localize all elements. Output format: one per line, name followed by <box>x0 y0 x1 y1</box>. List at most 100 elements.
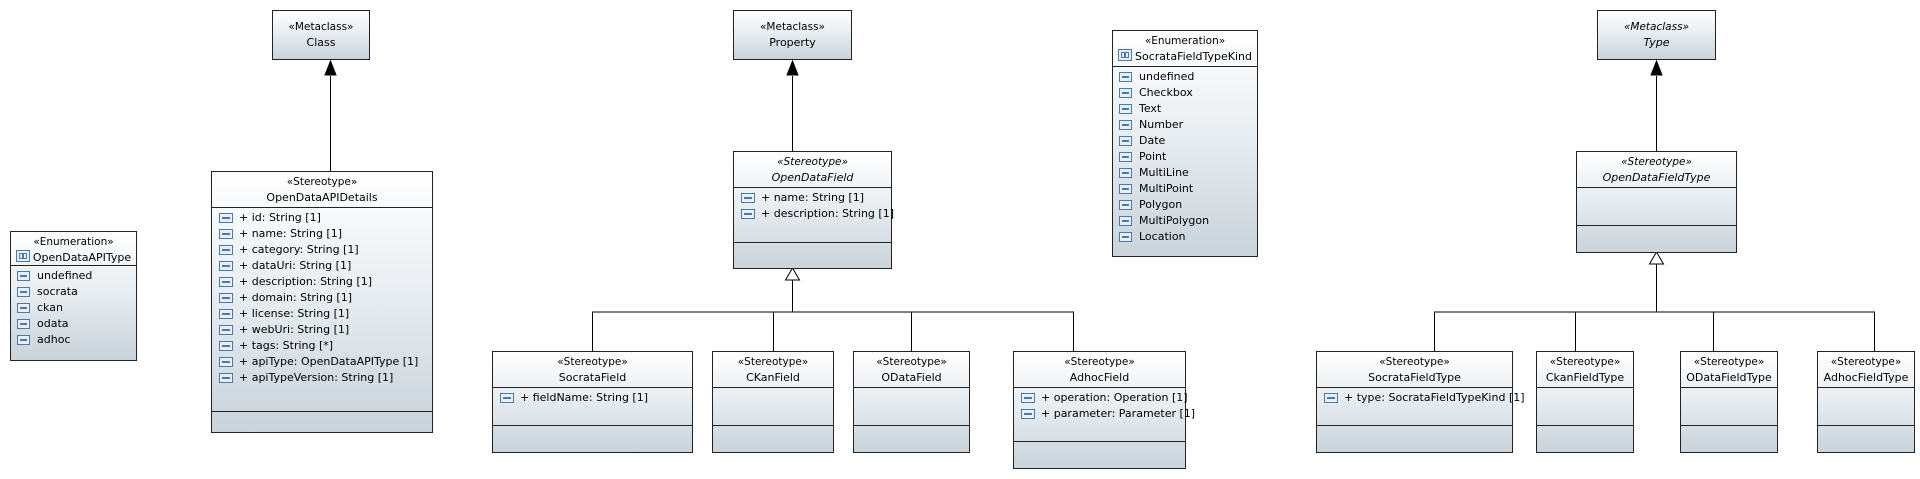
stereotype-name: OpenDataAPIDetails <box>266 191 378 204</box>
metaclass-name: Type <box>1643 36 1670 49</box>
enumeration-open-data-api-type[interactable]: «Enumeration» OpenDataAPIType undefined … <box>10 231 137 361</box>
stereotype-adhoc-field-type[interactable]: «Stereotype» AdhocFieldType <box>1817 351 1915 453</box>
literal-item[interactable]: odata <box>11 316 136 332</box>
literal-item[interactable]: MultiLine <box>1113 165 1257 181</box>
enumeration-socrata-field-type-kind[interactable]: «Enumeration» SocrataFieldTypeKind undef… <box>1112 30 1258 257</box>
stereotype-open-data-field[interactable]: «Stereotype» OpenDataField + name: Strin… <box>733 151 894 269</box>
stereotype-socrata-field[interactable]: «Stereotype» SocrataField + fieldName: S… <box>492 351 693 453</box>
attribute-row[interactable]: + name: String [1] <box>734 190 891 206</box>
literal-item[interactable]: undefined <box>1113 69 1257 85</box>
generalization-arrowhead-fields <box>784 267 801 281</box>
generalization-tree-field-types <box>1434 264 1875 351</box>
attribute-row[interactable]: + fieldName: String [1] <box>493 390 692 406</box>
property-icon <box>219 229 233 239</box>
attribute-row[interactable]: + description: String [1] <box>212 274 432 290</box>
literal-item[interactable]: MultiPolygon <box>1113 213 1257 229</box>
stereotype-name: SocrataField <box>558 371 627 384</box>
literal-item[interactable]: Text <box>1113 101 1257 117</box>
stereotype-label: «Stereotype» <box>1830 356 1902 368</box>
attribute-row[interactable]: + id: String [1] <box>212 210 432 226</box>
operation-compartment <box>493 426 692 452</box>
literal-item[interactable]: Number <box>1113 117 1257 133</box>
literal-item[interactable]: Polygon <box>1113 197 1257 213</box>
stereotype-label: «Stereotype» <box>557 356 628 368</box>
attribute-row[interactable]: + dataUri: String [1] <box>212 258 432 274</box>
attribute-compartment <box>1577 188 1736 226</box>
literal-item[interactable]: Date <box>1113 133 1257 149</box>
attribute-row[interactable]: + tags: String [*] <box>212 338 432 354</box>
stereotype-label: «Metaclass» <box>760 21 825 33</box>
enumeration-icon <box>15 250 30 262</box>
literal-item[interactable]: socrata <box>11 284 136 300</box>
generalization-arrowhead-field-types <box>1648 251 1665 265</box>
extension-arrowhead-property <box>786 59 799 76</box>
attribute-row[interactable]: + domain: String [1] <box>212 290 432 306</box>
property-icon <box>219 213 233 223</box>
literal-item[interactable]: adhoc <box>11 332 136 348</box>
property-icon <box>219 357 233 367</box>
attribute-compartment: + id: String [1] + name: String [1] + ca… <box>212 208 432 412</box>
stereotype-socrata-field-type[interactable]: «Stereotype» SocrataFieldType + type: So… <box>1316 351 1525 453</box>
attribute-row[interactable]: + webUri: String [1] <box>212 322 432 338</box>
metaclass-name: Property <box>769 36 816 49</box>
stereotype-name: AdhocField <box>1069 371 1130 384</box>
stereotype-label: «Stereotype» <box>1379 356 1450 368</box>
stereotype-name: ODataFieldType <box>1686 371 1772 384</box>
extension-arrowhead-class <box>324 59 337 76</box>
operation-compartment <box>734 243 891 268</box>
operation-compartment <box>854 426 969 452</box>
extension-arrowhead-type <box>1650 59 1663 76</box>
stereotype-odata-field-type[interactable]: «Stereotype» ODataFieldType <box>1680 351 1778 453</box>
literal-item[interactable]: Checkbox <box>1113 85 1257 101</box>
literal-icon <box>1119 104 1132 114</box>
literal-icon <box>1119 120 1132 130</box>
literal-icon <box>1119 216 1132 226</box>
attribute-row[interactable]: + category: String [1] <box>212 242 432 258</box>
stereotype-ckan-field-type[interactable]: «Stereotype» CkanFieldType <box>1536 351 1634 453</box>
attribute-row[interactable]: + description: String [1] <box>734 206 894 222</box>
stereotype-header: «Stereotype» ODataField <box>854 352 969 388</box>
stereotype-name: AdhocFieldType <box>1823 371 1909 384</box>
stereotype-label: «Stereotype» <box>876 356 947 368</box>
stereotype-label: «Stereotype» <box>777 156 848 168</box>
metaclass-type[interactable]: «Metaclass» Type <box>1597 10 1716 60</box>
literal-icon <box>17 335 30 345</box>
literal-icon <box>1119 88 1132 98</box>
literal-item[interactable]: undefined <box>11 268 136 284</box>
metaclass-class[interactable]: «Metaclass» Class <box>272 10 370 60</box>
property-icon <box>219 309 233 319</box>
stereotype-label: «Metaclass» <box>1623 21 1690 33</box>
attribute-row[interactable]: + apiType: OpenDataAPIType [1] <box>212 354 432 370</box>
stereotype-label: «Stereotype» <box>286 176 358 188</box>
enumeration-icon <box>1118 49 1133 61</box>
literal-item[interactable]: Point <box>1113 149 1257 165</box>
literal-icon <box>1119 72 1132 82</box>
literal-item[interactable]: Location <box>1113 229 1257 245</box>
attribute-row[interactable]: + name: String [1] <box>212 226 432 242</box>
attribute-compartment <box>1537 388 1633 426</box>
property-icon <box>219 277 233 287</box>
attribute-row[interactable]: + type: SocrataFieldTypeKind [1] <box>1317 390 1525 406</box>
stereotype-odata-field[interactable]: «Stereotype» ODataField <box>853 351 970 453</box>
property-icon <box>219 325 233 335</box>
stereotype-ckan-field[interactable]: «Stereotype» CKanField <box>712 351 834 453</box>
attribute-row[interactable]: + apiTypeVersion: String [1] <box>212 370 432 386</box>
operation-compartment <box>1681 426 1777 452</box>
literal-item[interactable]: MultiPoint <box>1113 181 1257 197</box>
literal-item[interactable]: ckan <box>11 300 136 316</box>
metaclass-property[interactable]: «Metaclass» Property <box>733 10 852 60</box>
stereotype-open-data-field-type[interactable]: «Stereotype» OpenDataFieldType <box>1576 151 1737 253</box>
attribute-row[interactable]: + operation: Operation [1] <box>1014 390 1188 406</box>
attribute-compartment <box>1681 388 1777 426</box>
stereotype-header: «Stereotype» CkanFieldType <box>1537 352 1633 388</box>
attribute-row[interactable]: + parameter: Parameter [1] <box>1014 406 1195 422</box>
stereotype-name: ODataField <box>881 371 942 384</box>
stereotype-adhoc-field[interactable]: «Stereotype» AdhocField + operation: Ope… <box>1013 351 1195 469</box>
literal-icon <box>1119 168 1132 178</box>
stereotype-open-data-api-details[interactable]: «Stereotype» OpenDataAPIDetails + id: St… <box>211 171 433 433</box>
stereotype-name: CKanField <box>746 371 800 384</box>
stereotype-label: «Stereotype» <box>1693 356 1765 368</box>
attribute-row[interactable]: + license: String [1] <box>212 306 432 322</box>
attribute-compartment <box>854 388 969 426</box>
enumeration-header: «Enumeration» OpenDataAPIType <box>11 232 136 266</box>
